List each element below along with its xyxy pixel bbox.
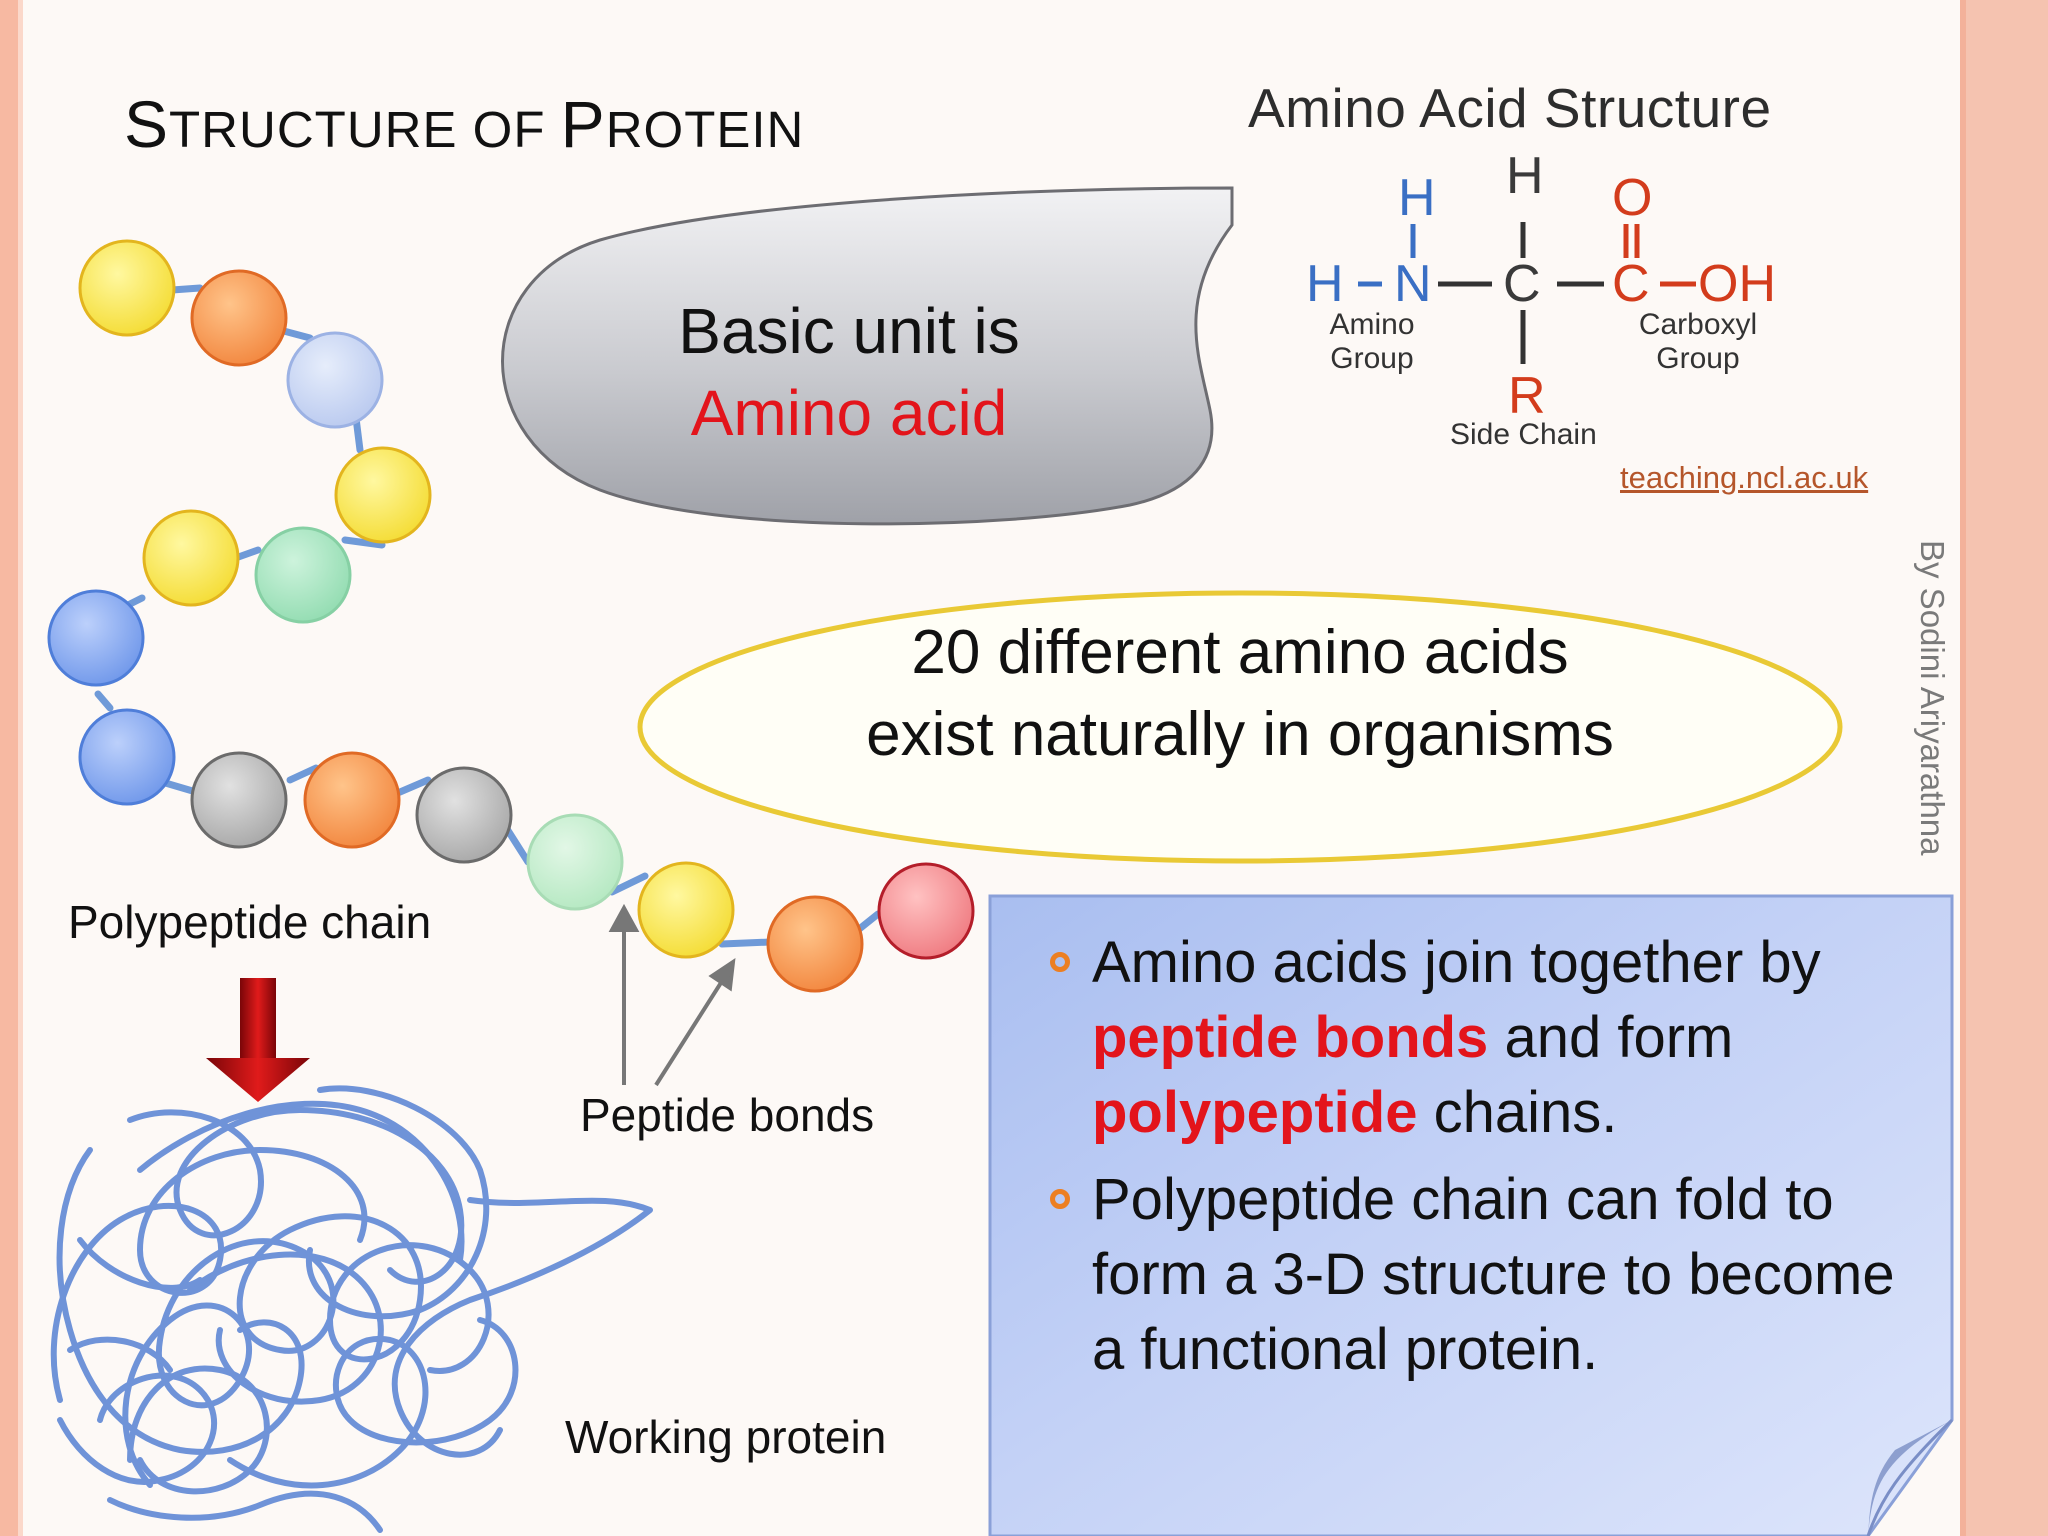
bullet-2-text: Polypeptide chain can fold to form a 3-D… <box>1092 1167 1895 1382</box>
atom-n: N <box>1394 255 1432 313</box>
left-frame-border <box>0 0 18 1536</box>
page-title: STRUCTURE OF PROTEIN <box>124 87 805 161</box>
carboxyl-group-label-line1: Carboxyl <box>1638 308 1758 341</box>
peptide-bonds-label: Peptide bonds <box>580 1089 875 1141</box>
note-box <box>988 894 1954 1536</box>
speech-bubble <box>501 186 1234 526</box>
atom-r: R <box>1508 367 1546 425</box>
amino-group-label-line2: Group <box>1330 342 1414 375</box>
carboxyl-group-label: Carboxyl Group <box>1630 308 1766 376</box>
polypeptide-chain-label: Polypeptide chain <box>68 896 432 948</box>
atom-h-left: H <box>1306 255 1344 313</box>
down-arrow-icon <box>206 978 310 1102</box>
author-credit: By Sodini Ariyarathna <box>1914 540 1951 856</box>
carboxyl-group-label-line2: Group <box>1656 342 1740 375</box>
oval-text: 20 different amino acids exist naturally… <box>866 618 1614 769</box>
yellow-oval <box>637 590 1843 864</box>
peptide-bond-arrows <box>608 903 736 1087</box>
atom-c: C <box>1503 255 1541 313</box>
amino-acid-beads <box>47 239 975 993</box>
atom-o: O <box>1612 169 1653 227</box>
bullet-ring-icon <box>1050 1189 1070 1209</box>
bullet-item-2: Polypeptide chain can fold to form a 3-D… <box>1050 1162 1930 1387</box>
bubble-line-1: Basic unit is <box>678 295 1020 367</box>
amino-acid-bonds <box>1358 222 1696 364</box>
atom-h-over-c: H <box>1506 147 1544 205</box>
atom-c-carboxyl: C <box>1612 255 1650 313</box>
bullet-ring-icon <box>1050 952 1070 972</box>
side-chain-label: Side Chain <box>1450 418 1597 451</box>
right-frame-line <box>1960 0 1966 1536</box>
bullet-1-text-mid: and form <box>1488 1005 1734 1070</box>
bubble-line-2: Amino acid <box>690 377 1008 449</box>
right-frame-border <box>1966 0 2048 1536</box>
bullet-1-text: Amino acids join together by <box>1092 930 1821 995</box>
left-frame-line <box>18 0 23 1536</box>
bullet-1-text-end: chains. <box>1417 1080 1618 1145</box>
bullet-item-1: Amino acids join together by peptide bon… <box>1050 925 1930 1150</box>
atom-h-over-n: H <box>1398 169 1436 227</box>
bullet-list: Amino acids join together by peptide bon… <box>1050 925 1930 1399</box>
atom-oh: OH <box>1698 255 1776 313</box>
tangled-protein-scribble <box>50 1085 653 1533</box>
amino-group-label: Amino Group <box>1320 308 1424 376</box>
amino-group-label-line1: Amino <box>1329 308 1415 341</box>
bubble-text: Basic unit is Amino acid <box>0 290 1698 454</box>
bullet-1-highlight-polypeptide: polypeptide <box>1092 1080 1418 1145</box>
source-link[interactable]: teaching.ncl.ac.uk <box>1620 460 1869 495</box>
working-protein-label: Working protein <box>565 1411 887 1463</box>
bullet-1-highlight-peptide-bonds: peptide bonds <box>1092 1005 1489 1070</box>
amino-acid-structure-title: Amino Acid Structure <box>1248 77 1772 139</box>
